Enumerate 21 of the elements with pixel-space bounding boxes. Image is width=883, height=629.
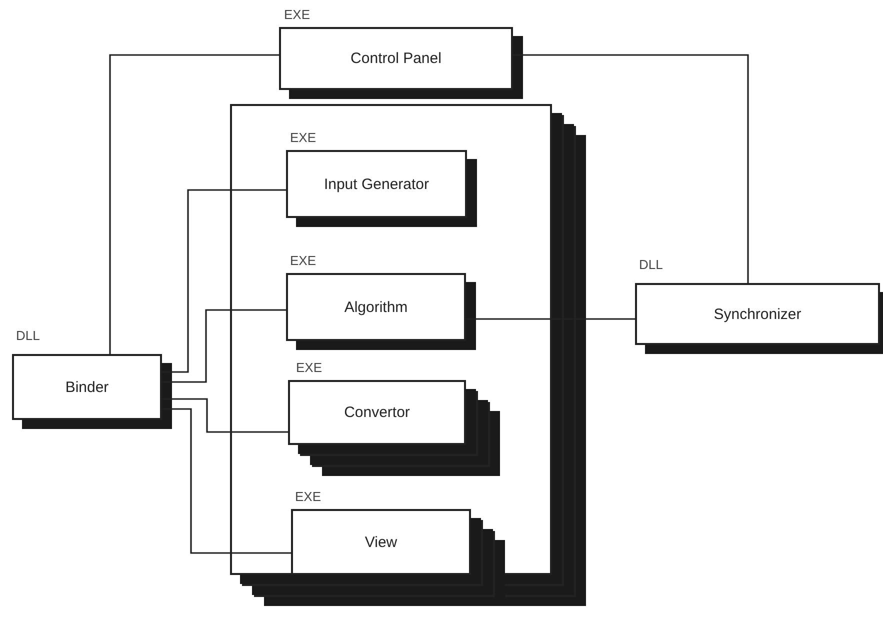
connector-line: [162, 309, 286, 383]
module-name: Synchronizer: [714, 306, 802, 322]
module-type-label: EXE: [295, 489, 322, 504]
connector-line: [162, 398, 288, 433]
module-name: Control Panel: [350, 50, 442, 67]
module-name: Algorithm: [344, 298, 408, 316]
connector-line: [109, 54, 279, 354]
module-type-label: EXE: [284, 7, 310, 22]
module-name: View: [364, 534, 398, 550]
module-name: Binder: [65, 378, 109, 396]
connector-line: [466, 318, 635, 320]
module-name: Input Generator: [324, 176, 430, 192]
connector-line: [162, 189, 286, 373]
connector-line: [162, 408, 291, 554]
module-type-label: EXE: [296, 360, 322, 375]
connector-line: [513, 54, 749, 283]
module-type-label: DLL: [16, 328, 40, 343]
module-type-label: DLL: [639, 257, 663, 272]
module-type-label: EXE: [290, 130, 316, 145]
module-name: Convertor: [344, 404, 410, 421]
module-type-label: EXE: [290, 253, 316, 268]
